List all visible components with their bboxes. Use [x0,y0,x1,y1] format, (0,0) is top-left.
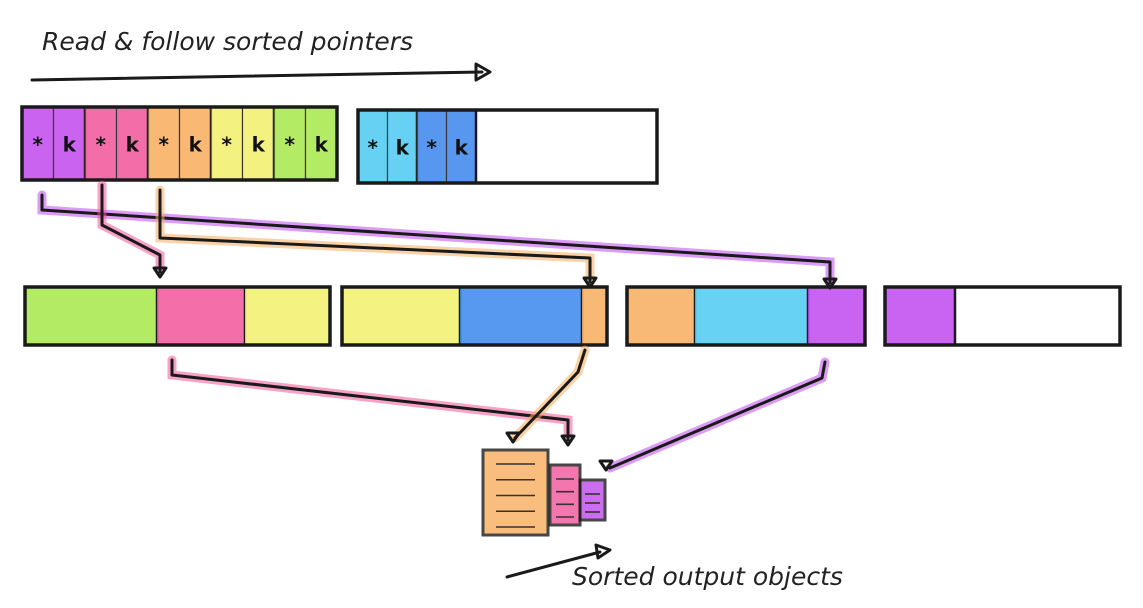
object-green [25,287,157,345]
block-outline [625,285,867,347]
key-glyph: k [455,136,469,160]
pointer-arrows [37,180,838,473]
pointer-buffer: * k * k [356,108,659,185]
arrow-line [608,360,827,470]
pointer-buffers: * k * k * k * k * k * k * k [20,105,659,185]
output-objects [481,448,607,537]
pointer-glyph: * [368,136,379,160]
pointer-glyph: * [427,136,438,160]
object-block [625,285,867,347]
arrow-line [513,348,587,440]
orange-arrow [155,185,598,289]
read-direction-arrow [30,62,492,82]
block-outline [883,285,1122,347]
buffer-outline [356,108,659,185]
pointer-glyph: * [222,133,233,157]
key-cell [445,109,477,184]
key-cell [241,106,275,181]
arrow-highlight [510,345,590,443]
object-yellow [342,287,460,345]
key-cell [52,106,86,181]
object-blue [460,287,582,345]
document [578,478,607,522]
document [548,463,582,527]
output-arrow [505,543,612,579]
pointer-glyph: * [96,133,107,157]
pointer-glyph: * [159,133,170,157]
arrowhead [560,434,576,447]
arrow-highlight [167,355,573,445]
purple-arrow [37,190,838,290]
key-glyph: k [315,133,329,157]
arrowhead [152,266,168,279]
arrowhead [582,276,598,289]
arrow-line [40,193,832,285]
pointer-glyph: * [33,133,44,157]
key-glyph: k [252,133,266,157]
arrow-line [158,188,592,284]
object-yellow [245,287,330,345]
object-blocks [23,285,1122,347]
pointer-buffer: * k * k * k * k * k [20,105,339,182]
object-block [23,285,332,347]
key-glyph: k [396,136,410,160]
pink-arrow [167,355,576,447]
key-cell [178,106,212,181]
object-purple [808,287,865,345]
arrow-highlight [605,357,830,473]
arrow-line [170,358,570,442]
block-outline [340,285,609,347]
pointer-glyph: * [285,133,296,157]
key-glyph: k [63,133,77,157]
buffer-outline [20,105,339,182]
diagram-title: Read & follow sorted pointers [42,27,413,56]
arrowhead [505,431,521,444]
output-caption: Sorted output objects [572,562,843,591]
key-glyph: k [189,133,203,157]
block-outline [23,285,332,347]
object-pink [157,287,245,345]
orange-arrow [505,345,590,444]
arrowhead [822,277,838,290]
object-cyan [695,287,808,345]
object-orange [627,287,695,345]
arrowhead [598,459,614,472]
key-glyph: k [126,133,140,157]
object-orange [582,287,607,345]
object-block [883,285,1122,347]
pink-arrow [97,180,168,279]
output-object-pink [548,463,582,527]
object-purple [885,287,955,345]
output-object-purple [578,478,607,522]
purple-arrow [598,357,830,473]
output-object-orange [481,448,550,537]
arrow-line [100,183,162,274]
object-block [340,285,609,347]
document [481,448,550,537]
